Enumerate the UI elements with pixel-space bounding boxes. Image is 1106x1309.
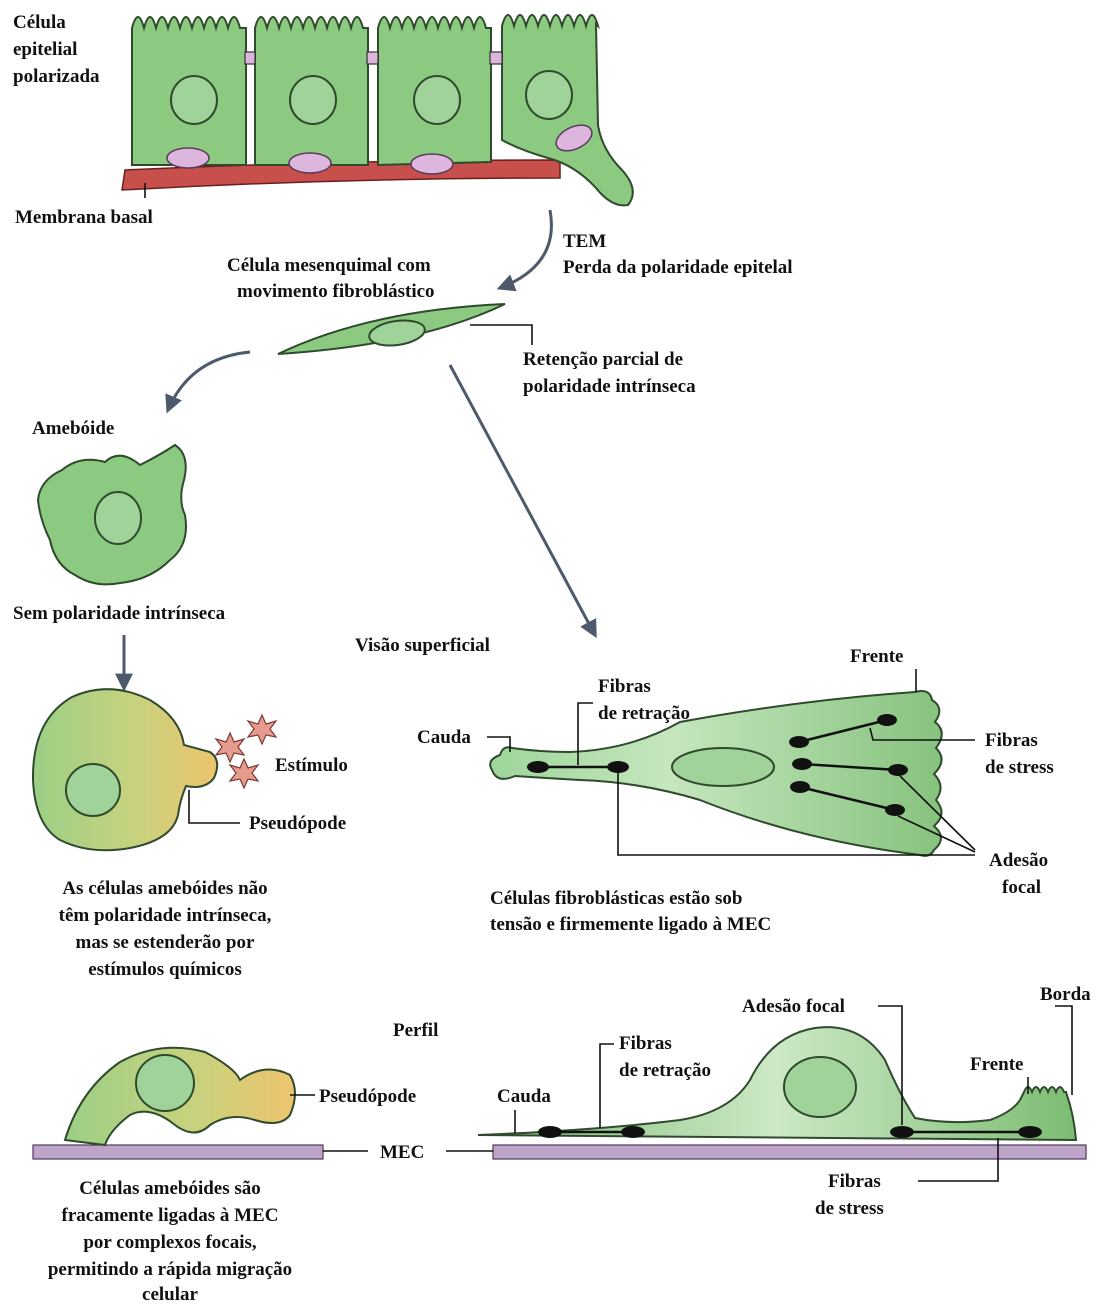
- ameboid-cell-migrating: [33, 689, 217, 850]
- retraction-profile-label-2: de retração: [619, 1060, 711, 1081]
- mesenchymal-cell: [278, 304, 505, 354]
- ecm-left: [33, 1145, 323, 1159]
- polarized-cell-label-2: epitelial: [13, 39, 77, 60]
- focal-adhesion-profile-label: Adesão focal: [742, 996, 845, 1017]
- pseudopod-profile-label: Pseudópode: [319, 1086, 416, 1107]
- stimulus-star-1: [248, 715, 276, 744]
- pseudopod-label: Pseudópode: [249, 813, 346, 834]
- bottom-caption-4: permitindo a rápida migração: [48, 1259, 292, 1280]
- basal-membrane-label: Membrana basal: [15, 207, 153, 228]
- polarized-cell-label-3: polarizada: [13, 66, 100, 87]
- mec-label: MEC: [380, 1142, 424, 1163]
- emt-arrow: [500, 210, 551, 288]
- polarized-cell-label: Célula: [13, 12, 66, 33]
- ameboid-caption-1: As células amebóides não: [62, 878, 267, 899]
- retraction-profile-leader: [600, 1044, 614, 1128]
- ameboid-caption-2: têm polaridade intrínseca,: [59, 905, 272, 926]
- ameboid-caption-4: estímulos químicos: [88, 959, 242, 980]
- focal-adhesion-label: Adesão: [989, 850, 1048, 871]
- epithelial-cell-3: [378, 17, 491, 174]
- fibroblastic-cell-profile: [478, 1027, 1076, 1140]
- chemical-stimuli: [216, 715, 276, 788]
- arrow-to-ameboid: [168, 352, 250, 410]
- polarized-epithelium: [122, 15, 633, 205]
- stimulus-star-2: [216, 733, 244, 762]
- bottom-caption-5: celular: [142, 1284, 198, 1304]
- profile-label: Perfil: [393, 1020, 438, 1041]
- fibroblastic-cell-surface: [490, 691, 942, 856]
- retention-label-2: polaridade intrínseca: [523, 376, 696, 397]
- ameboid-cell-shape: [38, 445, 186, 584]
- retraction-fibers-label: Fibras: [598, 676, 651, 697]
- ameboid-label: Amebóide: [32, 418, 114, 439]
- stress-fibers-label: Fibras: [985, 730, 1038, 751]
- bottom-caption-1: Células amebóides são: [79, 1178, 261, 1199]
- retraction-profile-label: Fibras: [619, 1033, 672, 1054]
- tail-profile-label: Cauda: [497, 1086, 551, 1107]
- fibro-caption-1: Células fibroblásticas estão sob: [490, 888, 742, 909]
- stress-profile-label: Fibras: [828, 1171, 881, 1192]
- epithelial-cell-1: [132, 17, 246, 168]
- stress-fibers-label-2: de stress: [985, 757, 1054, 778]
- fibro-caption-2: tensão e firmemente ligado à MEC: [490, 914, 771, 935]
- retraction-fibers-label-2: de retração: [598, 703, 690, 724]
- tem-label: TEM: [563, 231, 606, 252]
- ameboid-cell-profile: [65, 1048, 295, 1145]
- polarity-loss-label: Perda da polaridade epitelal: [563, 257, 793, 278]
- no-polarity-label: Sem polaridade intrínseca: [13, 603, 226, 624]
- retention-label: Retenção parcial de: [523, 349, 683, 370]
- tail-top-label: Cauda: [417, 727, 471, 748]
- pseudopod-leader: [189, 790, 240, 823]
- bottom-caption-3: por complexos focais,: [83, 1232, 257, 1253]
- border-label: Borda: [1040, 984, 1091, 1005]
- front-top-label: Frente: [850, 646, 903, 667]
- mesenchymal-label-2: movimento fibroblástico: [237, 281, 435, 302]
- focal-adhesion-label-2: focal: [1002, 877, 1041, 898]
- ecm-right: [493, 1145, 1086, 1159]
- bottom-caption-2: fracamente ligadas à MEC: [62, 1205, 279, 1226]
- retention-leader: [470, 325, 532, 345]
- epithelial-cell-2: [255, 17, 368, 173]
- stimulus-label: Estímulo: [275, 755, 348, 776]
- mesenchymal-label: Célula mesenquimal com: [227, 255, 431, 276]
- arrow-to-fibroblastic: [450, 365, 595, 635]
- border-leader: [1055, 1006, 1072, 1095]
- ameboid-caption-3: mas se estenderão por: [76, 932, 255, 953]
- surface-view-label: Visão superficial: [355, 635, 490, 656]
- front-profile-label: Frente: [970, 1054, 1023, 1075]
- stress-profile-label-2: de stress: [815, 1198, 884, 1219]
- stimulus-star-3: [230, 759, 258, 788]
